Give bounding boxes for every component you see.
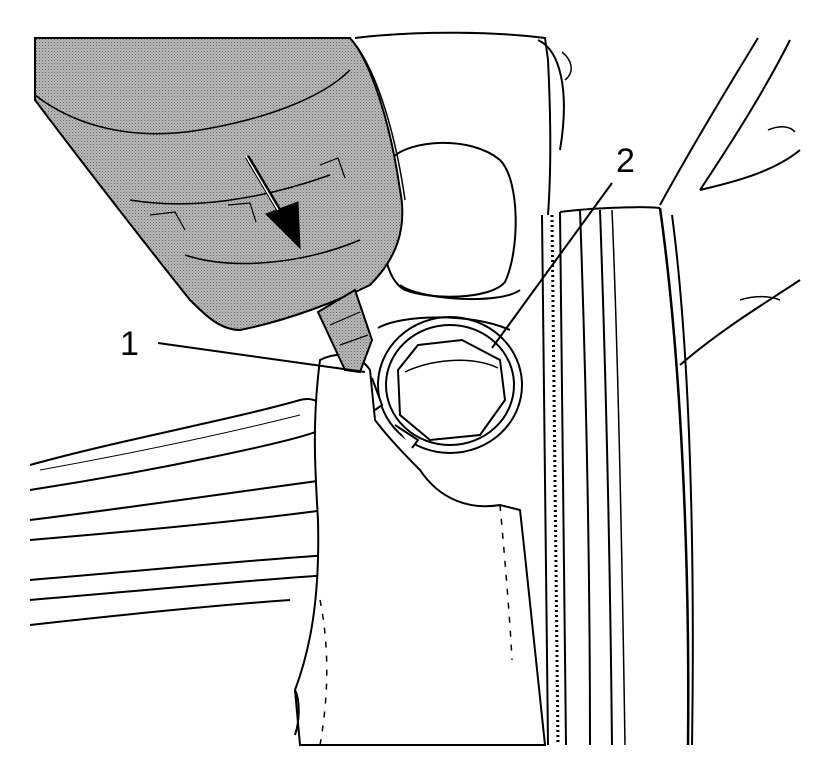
- callout-2: 2: [491, 142, 635, 349]
- upper-cap: [380, 141, 521, 301]
- callout-1: 1: [120, 325, 366, 373]
- staking-tool: [34, 37, 406, 374]
- wheel-rim: [541, 206, 694, 746]
- callout-2-label: 2: [616, 142, 635, 180]
- axle-nut: [371, 316, 523, 454]
- control-arm: [29, 398, 331, 626]
- steering-knuckle: [293, 353, 547, 746]
- upper-body-structure: [354, 31, 801, 366]
- callout-1-label: 1: [120, 325, 139, 363]
- direction-arrow: [245, 155, 301, 250]
